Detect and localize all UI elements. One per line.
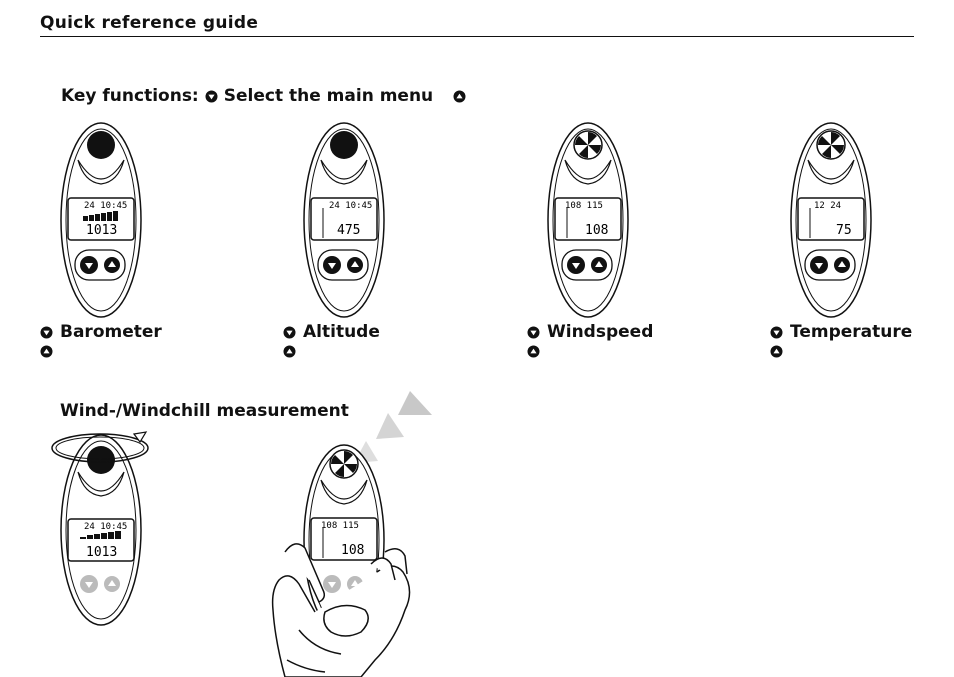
svg-text:24 10:45: 24 10:45	[329, 201, 372, 211]
svg-text:1013: 1013	[86, 223, 117, 238]
svg-text:108 115: 108 115	[565, 201, 603, 211]
fan-icon	[573, 130, 603, 160]
svg-text:75: 75	[836, 223, 852, 238]
barometer-label: Barometer	[60, 322, 162, 342]
svg-text:475: 475	[337, 223, 360, 238]
up-triangle-icon	[527, 345, 540, 358]
up-triangle-icon	[283, 345, 296, 358]
windspeed-label-row: Windspeed	[527, 322, 653, 342]
temperature-device: 12 24 75	[790, 122, 872, 318]
hand-illustration	[271, 543, 411, 677]
barometer-label-row: Barometer	[40, 322, 162, 342]
up-triangle-icon	[40, 345, 53, 358]
up-triangle-icon	[453, 90, 466, 103]
altitude-device: 24 10:45 475	[303, 122, 385, 318]
svg-text:108: 108	[585, 223, 608, 238]
svg-text:108: 108	[341, 543, 364, 558]
windspeed-label: Windspeed	[547, 322, 654, 342]
rotate-arrow-icon	[51, 431, 149, 463]
wind-windchill-heading: Wind-/Windchill measurement	[60, 401, 349, 421]
rotating-device: 24 10:45 1013	[51, 431, 149, 626]
sensor-button	[87, 131, 115, 159]
fan-icon	[329, 449, 359, 479]
down-triangle-icon	[205, 90, 218, 103]
svg-text:12 24: 12 24	[814, 201, 841, 211]
page-title: Quick reference guide	[40, 13, 259, 33]
svg-text:24 10:45: 24 10:45	[84, 201, 127, 211]
handheld-device: 108 115 108	[271, 444, 411, 677]
up-triangle-icon	[770, 345, 783, 358]
key-functions-row: Key functions: Select the main menu	[61, 86, 466, 106]
down-triangle-icon	[527, 326, 540, 339]
altitude-label: Altitude	[303, 322, 380, 342]
barometer-device: 24 10:45 1013	[60, 122, 142, 318]
svg-text:108 115: 108 115	[321, 521, 359, 531]
down-triangle-icon	[283, 326, 296, 339]
down-triangle-icon	[770, 326, 783, 339]
select-main-menu-text: Select the main menu	[223, 86, 434, 106]
svg-text:24 10:45: 24 10:45	[84, 522, 127, 532]
header-rule	[40, 36, 914, 37]
altitude-label-row: Altitude	[283, 322, 380, 342]
svg-text:1013: 1013	[86, 545, 117, 560]
temperature-label: Temperature	[790, 322, 913, 342]
key-functions-label: Key functions:	[61, 86, 199, 106]
temperature-label-row: Temperature	[770, 322, 912, 342]
windspeed-device: 108 115 108	[547, 122, 629, 318]
fan-icon	[816, 130, 846, 160]
down-triangle-icon	[40, 326, 53, 339]
